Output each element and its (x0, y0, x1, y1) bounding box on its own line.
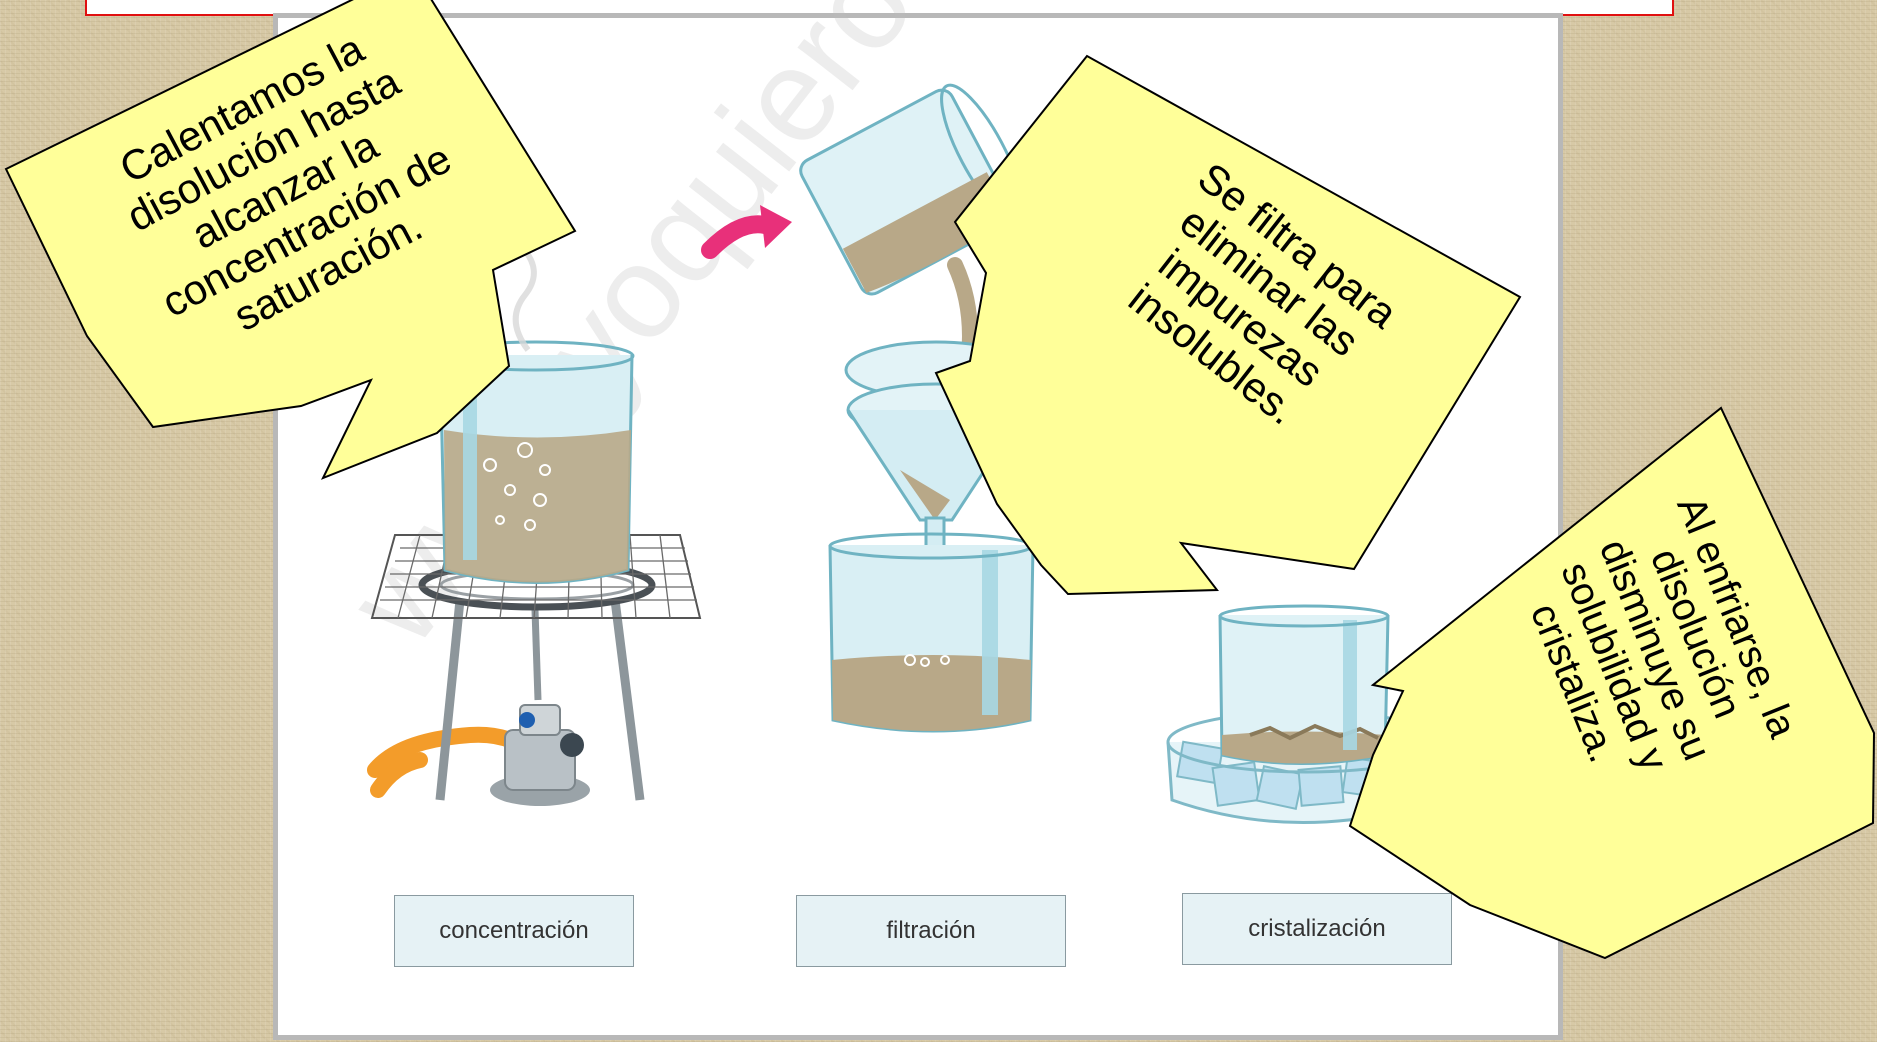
pink-arrow-icon (701, 205, 792, 259)
stage-label-crystallization: cristalización (1182, 893, 1452, 965)
callout-arrow-concentration (4, 0, 577, 480)
beaker-icon (828, 532, 1035, 733)
burner-icon (367, 704, 590, 806)
callout-arrow-filtration (934, 54, 1522, 596)
stage-label-filtration: filtración (796, 895, 1066, 967)
callout-arrow-crystallization (1348, 406, 1876, 960)
beaker-icon (1218, 604, 1390, 765)
stage-label-concentration: concentración (394, 895, 634, 967)
beaker-icon (437, 242, 635, 584)
